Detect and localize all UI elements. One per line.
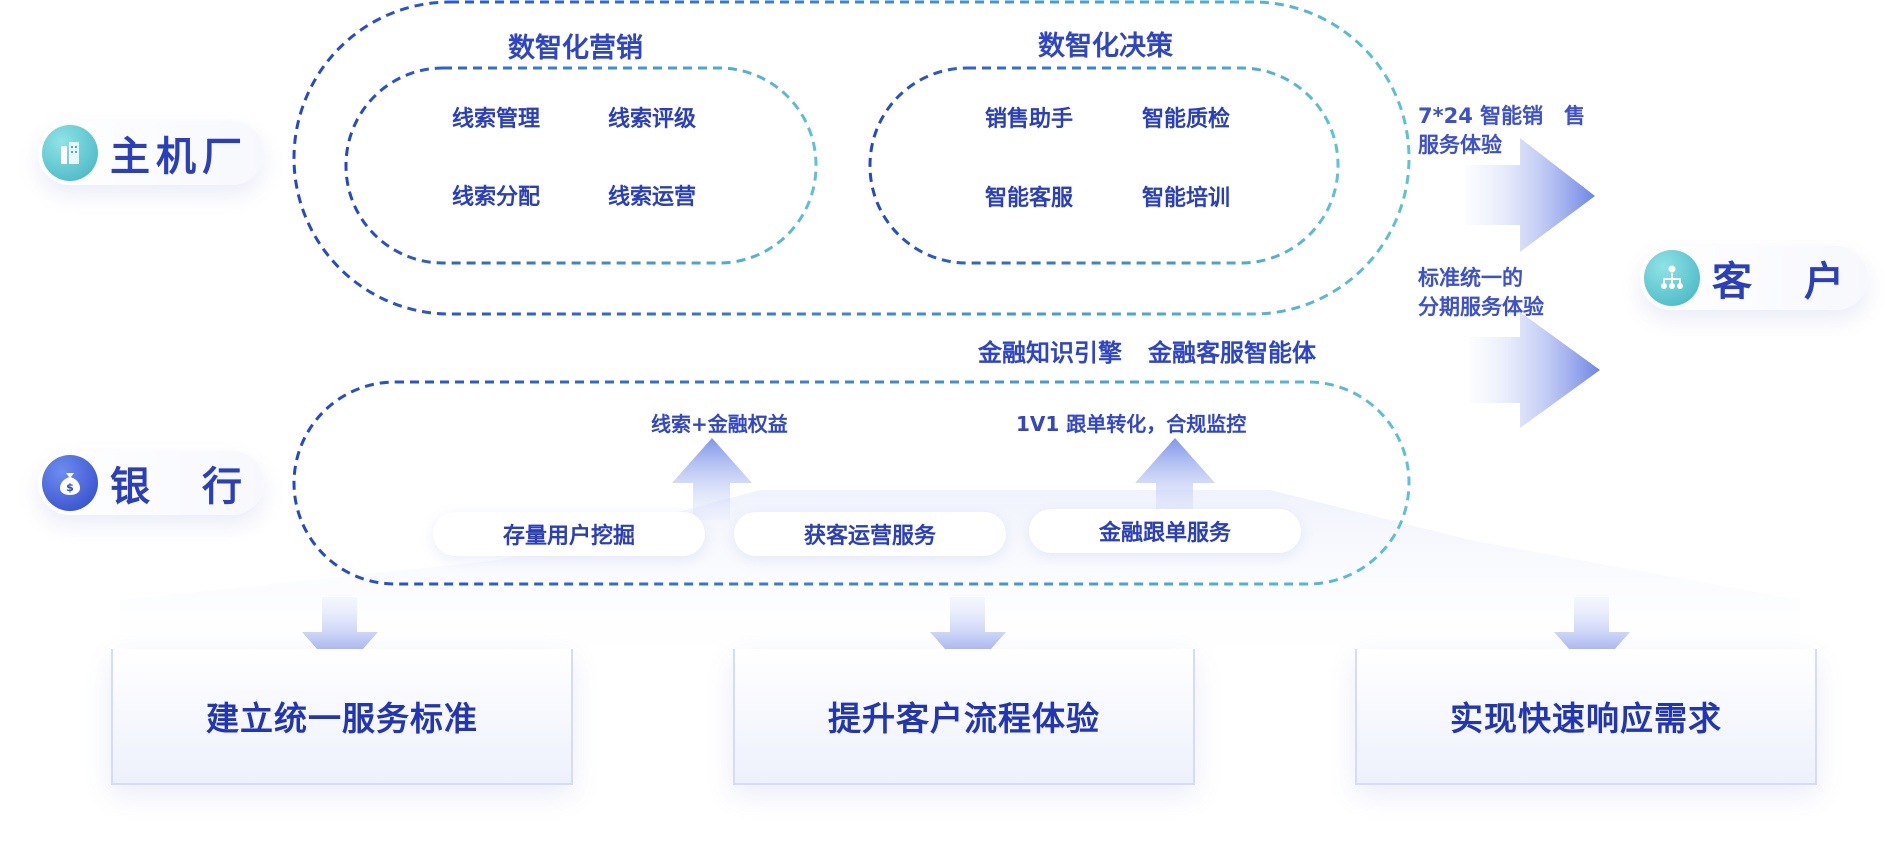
actor-customer-label: 客 户 xyxy=(1712,259,1850,305)
customer-note-bottom-line: 标准统一的 xyxy=(1418,266,1523,290)
down-arrow-3 xyxy=(1554,597,1630,675)
marketing-title: 数智化营销 xyxy=(508,33,643,64)
customer-note-top: 7*24 智能销 售 服务体验 xyxy=(1418,102,1585,160)
outcome-card: 建立统一服务标准 xyxy=(111,649,573,785)
actor-oem-label: 主机厂 xyxy=(110,134,248,180)
up-arrow-left-label: 线索+金融权益 xyxy=(651,412,788,436)
actor-oem: 主机厂 xyxy=(38,121,264,185)
decision-boundary xyxy=(868,66,1340,265)
engine-knowledge: 金融知识引擎 xyxy=(978,339,1122,367)
up-arrow-right xyxy=(1135,438,1215,520)
customer-note-bottom: 标准统一的 分期服务体验 xyxy=(1418,264,1544,322)
outcome-card: 实现快速响应需求 xyxy=(1355,649,1817,785)
marketing-boundary xyxy=(344,66,818,265)
marketing-item: 线索管理 xyxy=(452,107,541,132)
decision-item: 智能客服 xyxy=(985,186,1074,211)
arrow-to-customer-bottom xyxy=(1470,312,1600,428)
marketing-item: 线索分配 xyxy=(452,185,541,210)
decision-item: 销售助手 xyxy=(985,107,1074,132)
platform-outer-boundary xyxy=(292,0,1411,316)
svg-text:$: $ xyxy=(66,481,74,494)
customer-note-top-line: 7*24 智能销 售 xyxy=(1418,104,1586,128)
actor-customer: 客 户 xyxy=(1640,246,1868,310)
bank-service-pill: 存量用户挖掘 xyxy=(433,512,705,556)
engine-agent: 金融客服智能体 xyxy=(1148,339,1316,367)
bank-boundary xyxy=(292,380,1411,586)
customer-note-top-line: 服务体验 xyxy=(1418,133,1502,157)
building-icon xyxy=(42,125,98,181)
org-chart-icon xyxy=(1644,250,1700,306)
down-arrow-1 xyxy=(302,597,378,675)
decision-title: 数智化决策 xyxy=(1038,31,1173,62)
marketing-item: 线索评级 xyxy=(608,107,697,132)
marketing-item: 线索运营 xyxy=(608,185,697,210)
bank-service-pill: 金融跟单服务 xyxy=(1029,509,1301,553)
bank-service-pill: 获客运营服务 xyxy=(734,512,1006,556)
customer-note-bottom-line: 分期服务体验 xyxy=(1418,295,1544,319)
up-arrow-left xyxy=(672,438,752,520)
money-bag-icon: $ xyxy=(42,455,98,511)
actor-bank-label: 银 行 xyxy=(110,464,248,510)
decision-item: 智能培训 xyxy=(1142,186,1231,211)
actor-bank: $ 银 行 xyxy=(38,451,264,515)
arrow-to-customer-top xyxy=(1465,138,1595,252)
down-arrow-2 xyxy=(930,597,1006,675)
up-arrow-right-label: 1V1 跟单转化，合规监控 xyxy=(1016,412,1247,436)
outcome-card: 提升客户流程体验 xyxy=(733,649,1195,785)
decision-item: 智能质检 xyxy=(1142,107,1231,132)
